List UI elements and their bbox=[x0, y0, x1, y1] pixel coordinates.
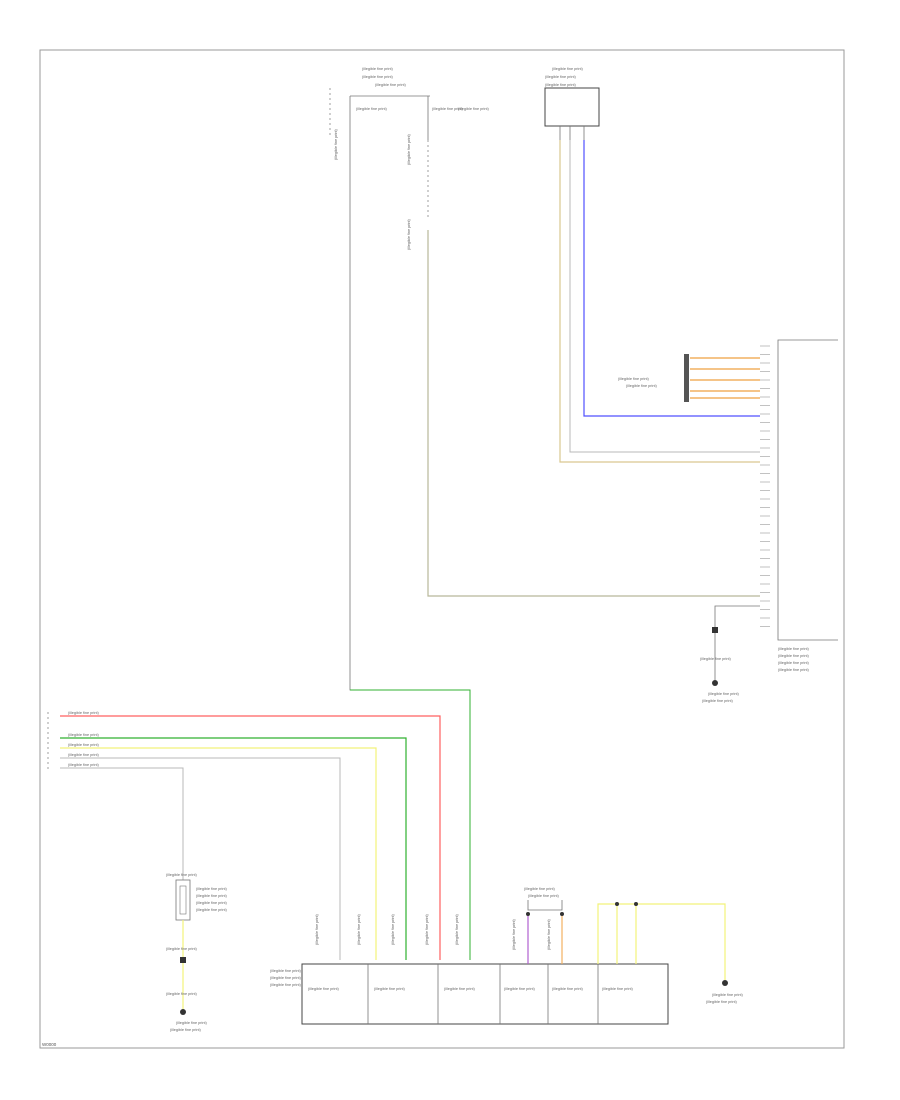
orange-connector-group: (illegible fine print) (illegible fine p… bbox=[618, 354, 760, 402]
switch-module-inner bbox=[179, 885, 187, 915]
switch-label-4: (illegible fine print) bbox=[196, 908, 228, 912]
module-label-line-4: (illegible fine print) bbox=[778, 668, 810, 672]
wire-blue-relay-to-module bbox=[583, 140, 760, 417]
module-label-line-1: (illegible fine print) bbox=[778, 647, 810, 651]
ground-bottom-right-label-2: (illegible fine print) bbox=[706, 1000, 738, 1004]
component-strip-side-label-2: (illegible fine print) bbox=[270, 976, 302, 980]
wire-green bbox=[60, 737, 407, 960]
wire-red bbox=[60, 715, 441, 960]
module-label-line-2: (illegible fine print) bbox=[778, 654, 810, 658]
ground-right-wire-label: (illegible fine print) bbox=[700, 657, 732, 661]
component-strip-body bbox=[301, 963, 669, 1025]
mid-connector-label-2: (illegible fine print) bbox=[528, 894, 560, 898]
ground-left-label-2: (illegible fine print) bbox=[170, 1028, 202, 1032]
switch-label-1: (illegible fine print) bbox=[196, 887, 228, 891]
bottom-component-strip: (illegible fine print) (illegible fine p… bbox=[270, 963, 669, 1025]
wire-label-right-fuse: (illegible fine print) bbox=[407, 133, 411, 165]
ground-left-symbol bbox=[180, 1009, 186, 1015]
ground-left-wire-label-1: (illegible fine print) bbox=[166, 947, 198, 951]
component-1-label: (illegible fine print) bbox=[308, 987, 340, 991]
ground-right-label-1: (illegible fine print) bbox=[708, 692, 740, 696]
component-strip-side-label-3: (illegible fine print) bbox=[270, 983, 302, 987]
wire-yellow-right-loop bbox=[597, 903, 726, 980]
ground-bottom-right-symbol bbox=[722, 980, 728, 986]
top-fuse-block-connector: (illegible fine print) (illegible fine p… bbox=[329, 67, 490, 140]
component-strip-side-label-1: (illegible fine print) bbox=[270, 969, 302, 973]
ground-right-symbol bbox=[712, 680, 718, 686]
module-label-line-3: (illegible fine print) bbox=[778, 661, 810, 665]
strip-wire-label-3: (illegible fine print) bbox=[391, 913, 395, 945]
fuse-right-label: (illegible fine print) bbox=[432, 107, 464, 111]
switch-label-3: (illegible fine print) bbox=[196, 901, 228, 905]
mid-connector-pin-2 bbox=[560, 912, 564, 916]
strip-wire-label-1: (illegible fine print) bbox=[315, 913, 319, 945]
strip-wire-label-7: (illegible fine print) bbox=[547, 918, 551, 950]
wire-gray-switch-label: (illegible fine print) bbox=[68, 763, 100, 767]
left-wire-harness: (illegible fine print) (illegible fine p… bbox=[47, 711, 441, 960]
strip-wire-label-6: (illegible fine print) bbox=[512, 918, 516, 950]
wire-olive-to-control-module bbox=[427, 230, 760, 597]
fuse-block-title-line-1: (illegible fine print) bbox=[362, 67, 394, 71]
left-switch-module: (illegible fine print) (illegible fine p… bbox=[166, 873, 228, 921]
bottom-left-ground: (illegible fine print) (illegible fine p… bbox=[166, 920, 208, 1032]
orange-connector-label-1: (illegible fine print) bbox=[618, 377, 650, 381]
top-right-relay-box: (illegible fine print) (illegible fine p… bbox=[544, 67, 600, 140]
fuse-left-label: (illegible fine print) bbox=[356, 107, 388, 111]
mid-connector-group: (illegible fine print) (illegible fine p… bbox=[524, 887, 564, 964]
mid-connector-pin-1 bbox=[526, 912, 530, 916]
strip-wire-label-2: (illegible fine print) bbox=[357, 913, 361, 945]
component-4-label: (illegible fine print) bbox=[504, 987, 536, 991]
orange-connector-label-2: (illegible fine print) bbox=[626, 384, 658, 388]
strip-wire-label-4: (illegible fine print) bbox=[425, 913, 429, 945]
ground-left-wire-label-2: (illegible fine print) bbox=[166, 992, 198, 996]
fuse-right-note: (illegible fine print) bbox=[458, 107, 490, 111]
strip-wire-label-5: (illegible fine print) bbox=[455, 913, 459, 945]
ground-right-connector bbox=[712, 627, 718, 633]
wire-yellow bbox=[60, 747, 377, 960]
fuse-block-title-line-2: (illegible fine print) bbox=[362, 75, 394, 79]
ground-right-label-2: (illegible fine print) bbox=[702, 699, 734, 703]
ground-left-connector bbox=[180, 957, 186, 963]
wire-label-olive: (illegible fine print) bbox=[407, 218, 411, 250]
relay-box-title-line-1: (illegible fine print) bbox=[552, 67, 584, 71]
relay-box-title-line-3: (illegible fine print) bbox=[545, 83, 577, 87]
relay-box-body bbox=[544, 87, 600, 127]
component-3-label: (illegible fine print) bbox=[444, 987, 476, 991]
switch-label-2: (illegible fine print) bbox=[196, 894, 228, 898]
control-module-pins bbox=[760, 345, 770, 627]
component-6-label: (illegible fine print) bbox=[602, 987, 634, 991]
relay-box-title-line-2: (illegible fine print) bbox=[545, 75, 577, 79]
orange-connector-block bbox=[684, 354, 689, 402]
right-control-module: (illegible fine print) (illegible fine p… bbox=[760, 339, 838, 672]
ground-left-label-1: (illegible fine print) bbox=[176, 1021, 208, 1025]
mid-connector-label-1: (illegible fine print) bbox=[524, 887, 556, 891]
page-id-label: W0000 bbox=[42, 1042, 57, 1047]
wire-label-left-fuse: (illegible fine print) bbox=[334, 128, 338, 160]
wire-tan-relay-to-module bbox=[559, 140, 760, 463]
component-5-label: (illegible fine print) bbox=[552, 987, 584, 991]
wire-red-label: (illegible fine print) bbox=[68, 711, 100, 715]
diagram-frame bbox=[39, 49, 845, 1049]
wire-gray-to-switch bbox=[60, 767, 184, 880]
ground-point-right: (illegible fine print) (illegible fine p… bbox=[700, 605, 760, 703]
bottom-right-ground: (illegible fine print) (illegible fine p… bbox=[597, 902, 744, 1004]
mid-connector-bracket bbox=[527, 900, 563, 911]
strip-wire-labels: (illegible fine print) (illegible fine p… bbox=[315, 913, 551, 950]
splice-2 bbox=[634, 902, 638, 906]
ground-bottom-right-label-1: (illegible fine print) bbox=[712, 993, 744, 997]
splice-1 bbox=[615, 902, 619, 906]
component-2-label: (illegible fine print) bbox=[374, 987, 406, 991]
wire-green-label: (illegible fine print) bbox=[68, 733, 100, 737]
wire-ground-right bbox=[714, 605, 760, 680]
switch-top-label: (illegible fine print) bbox=[166, 873, 198, 877]
wire-green-to-bottom-module bbox=[350, 689, 471, 960]
wire-yellow-label: (illegible fine print) bbox=[68, 743, 100, 747]
wire-gray-label: (illegible fine print) bbox=[68, 753, 100, 757]
control-module-outline bbox=[777, 339, 838, 641]
fuse-block-title-line-3: (illegible fine print) bbox=[375, 83, 407, 87]
wire-gray-relay-to-module bbox=[569, 140, 760, 453]
wire-gray bbox=[60, 757, 341, 960]
